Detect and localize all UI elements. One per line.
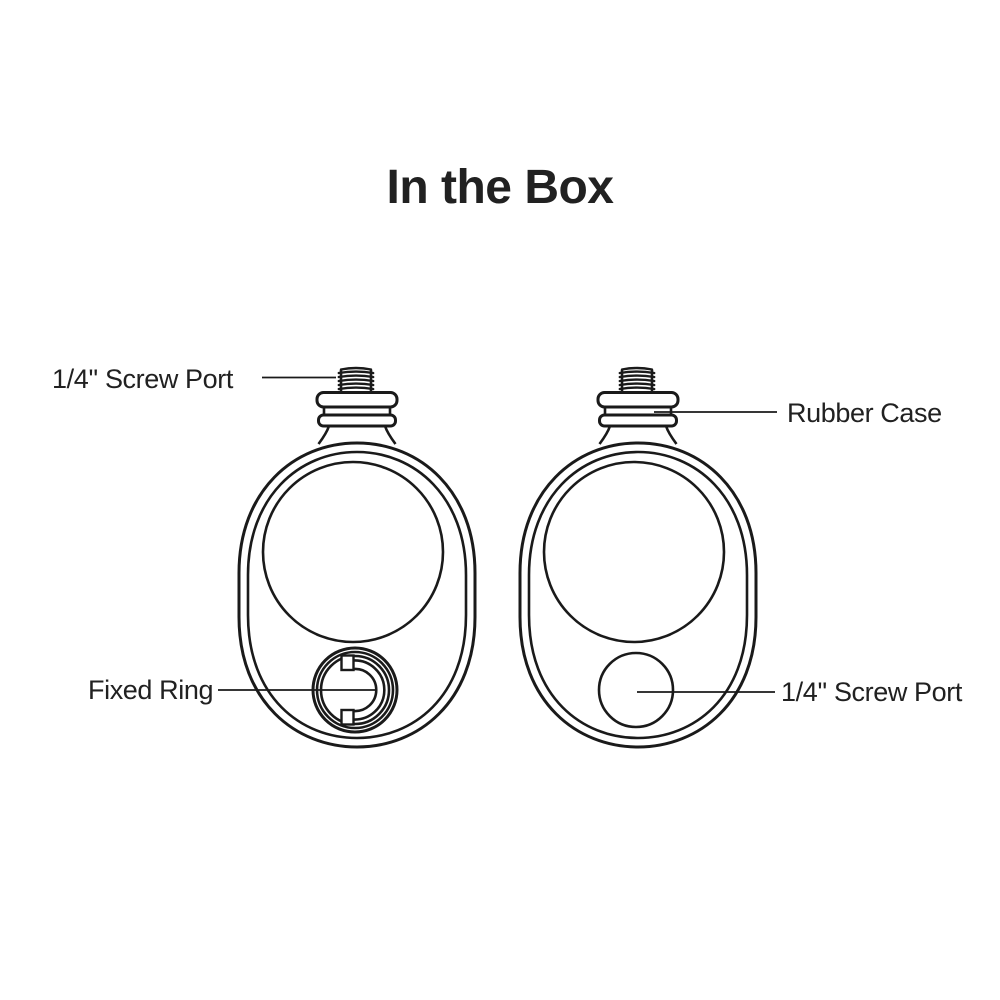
callout-screw-port-left: 1/4'' Screw Port xyxy=(52,364,233,394)
callout-rubber-case: Rubber Case xyxy=(787,398,942,428)
callout-screw-port-right: 1/4'' Screw Port xyxy=(781,677,962,707)
page-title: In the Box xyxy=(386,161,614,214)
screw-port-circle xyxy=(597,651,675,729)
mount-back-view xyxy=(518,366,758,749)
callout-fixed-ring: Fixed Ring xyxy=(88,675,214,705)
